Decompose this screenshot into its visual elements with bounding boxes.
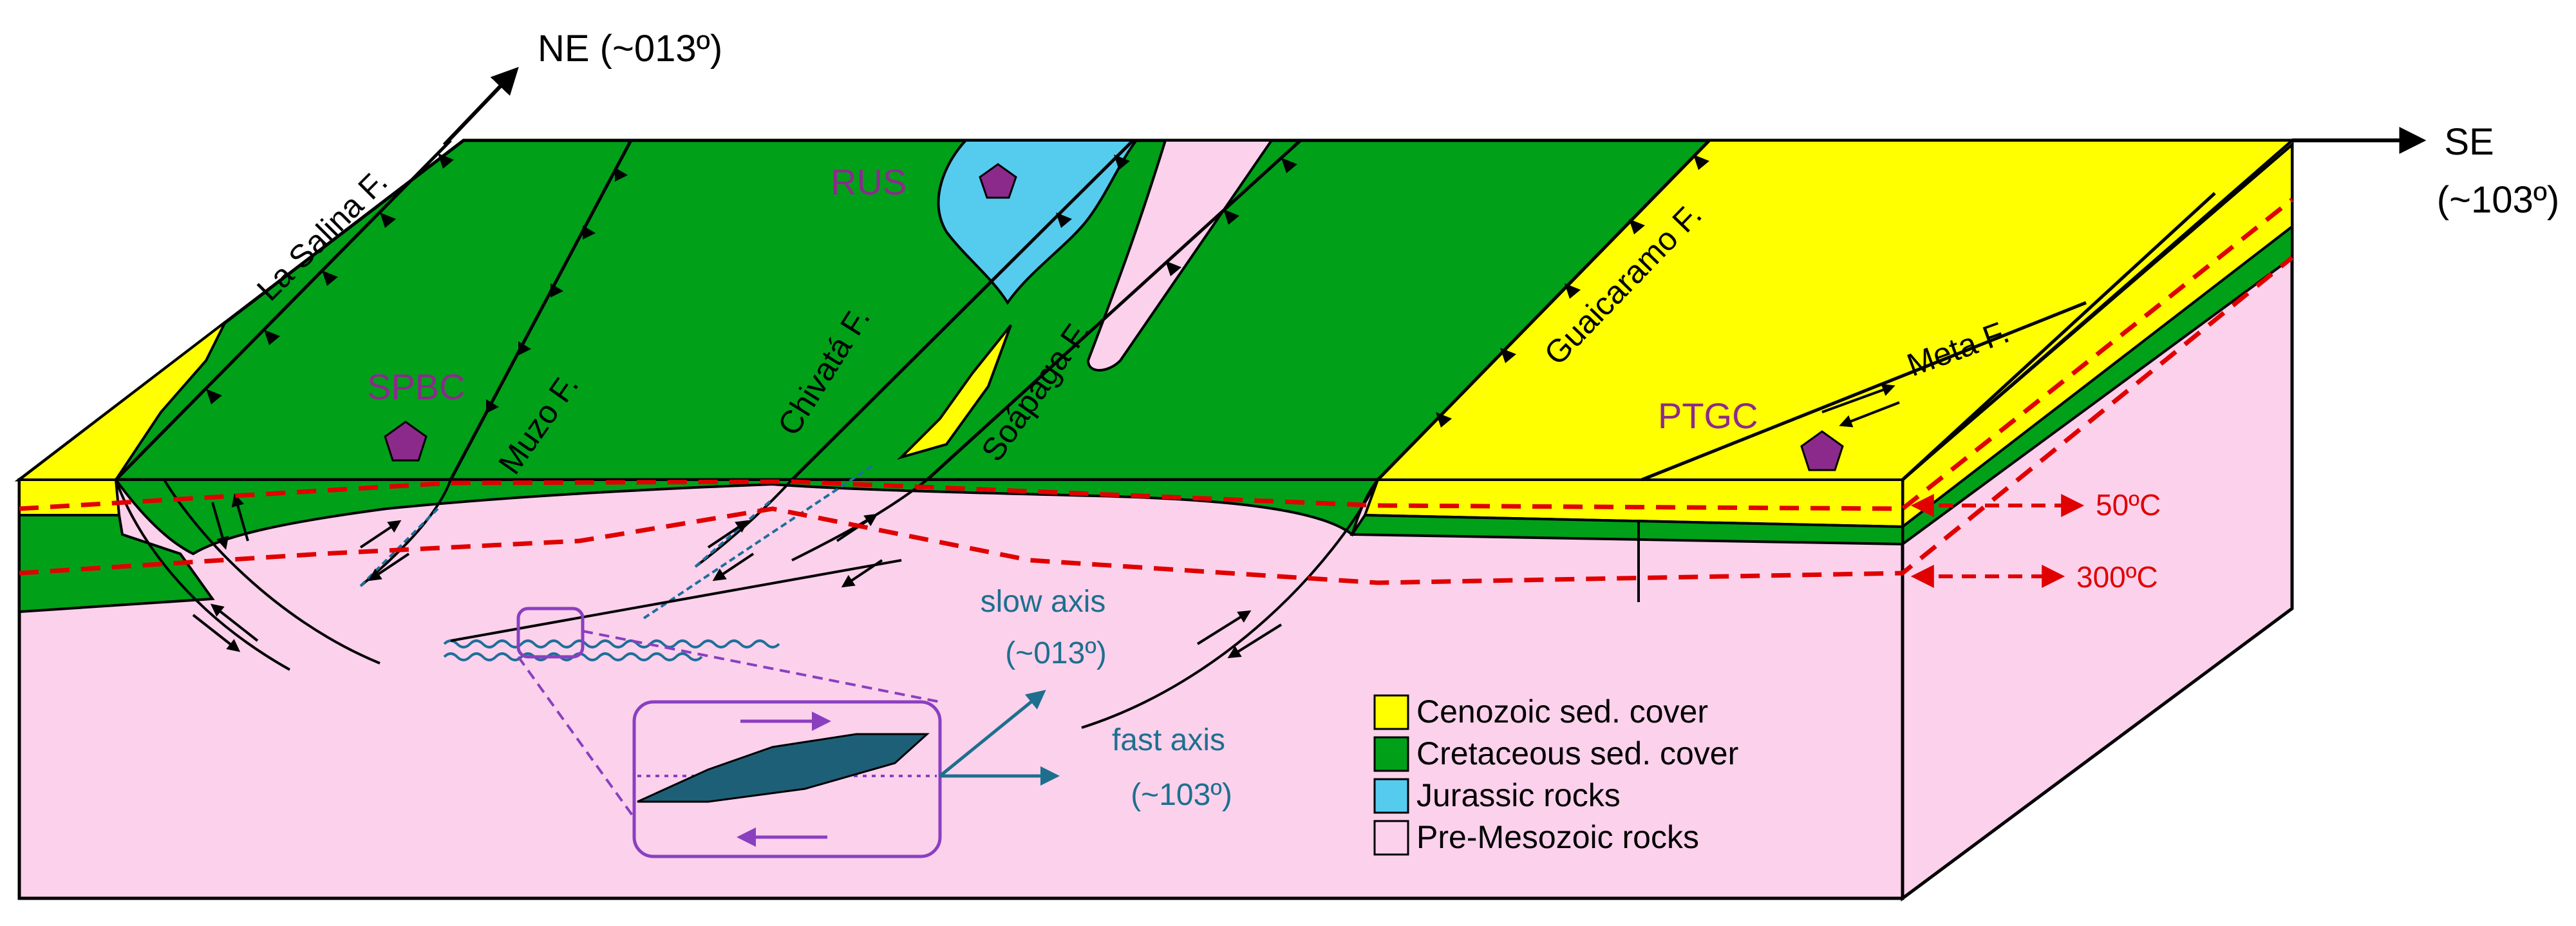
top-surface-geology — [15, 139, 2296, 481]
se-direction-label-2: (~103º) — [2437, 179, 2559, 221]
meta-fault-arrows — [1821, 384, 1900, 428]
isotherm-300-label: 300ºC — [2076, 560, 2158, 594]
ne-direction-label: NE (~013º) — [538, 28, 722, 70]
legend-label-pre-mesozoic: Pre-Mesozoic rocks — [1416, 819, 1699, 855]
shear-zone-main — [443, 639, 780, 648]
muzo-fault-trace — [449, 139, 633, 481]
legend-label-jurassic: Jurassic rocks — [1416, 777, 1621, 813]
pre-mesozoic-sliver — [1086, 139, 1274, 372]
isotherm-300 — [19, 256, 2294, 585]
fast-axis-direction: (~103º) — [1131, 778, 1232, 812]
ptgc-station-icon — [1800, 430, 1844, 471]
slow-axis-label: slow axis — [981, 585, 1106, 619]
meta-fault-trace — [1641, 301, 2087, 482]
chivata-fault-trace — [791, 139, 1134, 481]
west-front-fault — [163, 478, 381, 665]
front-face-layers — [18, 478, 1904, 614]
spbc-station-icon — [384, 420, 428, 462]
legend: Cenozoic sed. cover Cretaceous sed. cove… — [1373, 694, 1738, 856]
la-salina-fault-trace — [115, 139, 452, 481]
isotherm-50-label: 50ºC — [2096, 488, 2161, 522]
cenozoic-sliver-chivata — [897, 324, 1012, 460]
legend-swatch-cretaceous — [1373, 736, 1409, 772]
spbc-station-label: SPBC — [367, 366, 465, 407]
shear-zone-soapaga — [643, 462, 877, 619]
fast-axis-label: fast axis — [1112, 723, 1225, 757]
fault-traces — [115, 139, 2216, 482]
thrust-teeth — [206, 153, 1709, 428]
legend-swatch-cenozoic — [1373, 694, 1409, 730]
legend-swatch-pre-mesozoic — [1373, 820, 1409, 856]
inset-zoom-line-right — [582, 630, 941, 703]
rus-station-icon — [979, 163, 1017, 199]
isotherm-50 — [19, 198, 2294, 511]
legend-swatch-jurassic — [1373, 778, 1409, 814]
ne-arrow — [442, 66, 519, 147]
anisotropy-inset — [516, 607, 1060, 858]
guaicaramo-fault-trace — [1377, 139, 1711, 481]
inset-zoom-box — [516, 607, 585, 659]
slow-axis-direction: (~013º) — [1005, 636, 1107, 670]
legend-label-cretaceous: Cretaceous sed. cover — [1416, 735, 1738, 771]
isotherm-arrows — [1910, 494, 2085, 588]
rus-station-label: RUS — [831, 162, 907, 202]
guaicaramo-front-fault — [1081, 479, 1379, 729]
legend-label-cenozoic: Cenozoic sed. cover — [1416, 694, 1708, 730]
direction-arrows — [442, 66, 2427, 154]
inset-crystal-shape — [637, 733, 930, 803]
shear-zone-muzo — [359, 507, 439, 587]
front-cretaceous-west — [18, 514, 215, 614]
slow-axis-arrow — [939, 690, 1046, 777]
isotherms — [19, 198, 2294, 585]
front-cretaceous-east — [1349, 513, 1904, 546]
detachment-line — [450, 559, 902, 642]
se-direction-label: SE — [2444, 121, 2494, 163]
stations: RUS SPBC PTGC — [367, 162, 1844, 471]
shear-arrows — [192, 493, 1283, 659]
ptgc-station-label: PTGC — [1658, 395, 1758, 436]
meta-fault-trace-2 — [1901, 192, 2216, 481]
soapaga-fault-trace — [926, 139, 1302, 481]
